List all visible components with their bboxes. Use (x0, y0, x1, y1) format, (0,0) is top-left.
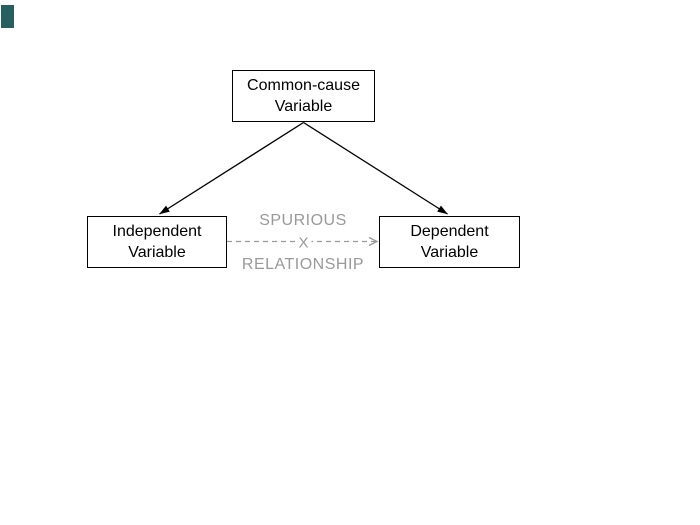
corner-marker (1, 5, 14, 28)
node-label-line: Dependent (410, 223, 489, 240)
spurious-x-backing (295, 233, 312, 250)
node-label-line: Common-cause (247, 77, 360, 94)
edge-common-to-independent (159, 121, 304, 215)
spurious-x-label: X (298, 235, 308, 252)
spurious-label-bottom: RELATIONSHIP (241, 256, 365, 273)
node-label-line: Variable (420, 244, 479, 261)
spurious-label-top: SPURIOUS (259, 212, 347, 229)
node-independent-variable: Independent Variable (87, 216, 227, 268)
node-common-cause-variable: Common-cause Variable (232, 70, 375, 122)
node-dependent-variable: Dependent Variable (379, 216, 520, 268)
edge-common-to-dependent (303, 121, 448, 215)
node-label-line: Independent (112, 223, 202, 240)
node-label-line: Variable (128, 244, 186, 261)
node-label-line: Variable (274, 98, 333, 115)
